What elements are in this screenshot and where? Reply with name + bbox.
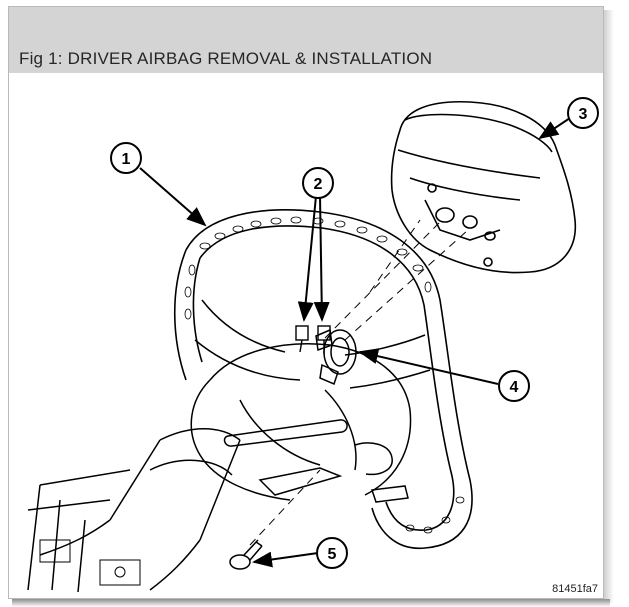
- airbag-module: [390, 100, 577, 274]
- airbag-connectors: [295, 325, 331, 354]
- clockspring: [315, 328, 357, 386]
- callout-number: 3: [579, 106, 588, 123]
- callout-2: 2: [302, 167, 334, 199]
- figure-header: Fig 1: DRIVER AIRBAG REMOVAL & INSTALLAT…: [9, 7, 603, 73]
- callout-number: 1: [122, 151, 131, 168]
- frame-shadow-bottom: [12, 599, 610, 607]
- mounting-screw: [229, 539, 263, 570]
- alignment-lines: [249, 219, 469, 546]
- callout-4: 4: [498, 370, 530, 402]
- callout-3: 3: [567, 97, 599, 129]
- figure-title: Fig 1: DRIVER AIRBAG REMOVAL & INSTALLAT…: [19, 49, 433, 68]
- steering-column: [27, 428, 241, 593]
- reference-code: 81451fa7: [552, 583, 598, 595]
- steering-wheel-hub: [190, 299, 431, 503]
- callout-1: 1: [110, 142, 142, 174]
- callout-number: 4: [510, 379, 519, 396]
- leader-arrows: [139, 117, 571, 568]
- frame-shadow-right: [604, 10, 614, 603]
- steering-wheel: [173, 209, 473, 549]
- callout-number: 5: [328, 546, 337, 563]
- callout-5: 5: [316, 537, 348, 569]
- callout-number: 2: [314, 176, 323, 193]
